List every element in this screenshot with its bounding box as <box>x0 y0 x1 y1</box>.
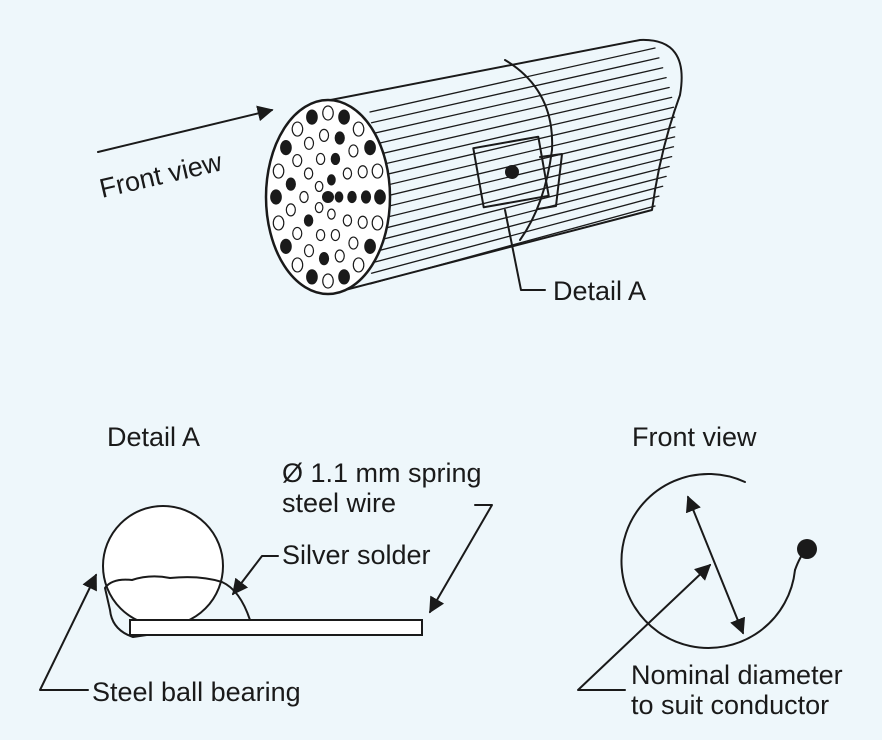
strand-line <box>377 126 676 199</box>
conductor-band-seam <box>504 59 554 241</box>
detail-a-leader <box>504 209 546 291</box>
end-strand <box>315 228 326 242</box>
end-strand <box>272 163 285 179</box>
end-strand <box>322 105 334 121</box>
end-strand <box>303 136 315 150</box>
strand-line <box>372 185 664 264</box>
end-strand <box>330 228 341 242</box>
strand-line <box>370 195 660 274</box>
end-strand <box>338 269 350 285</box>
end-strand <box>270 189 282 205</box>
detail-a-drawing <box>39 504 493 691</box>
end-strand <box>360 190 372 204</box>
nominal-diameter-dimension <box>685 495 746 635</box>
strand-line <box>376 146 675 221</box>
end-strand <box>292 153 303 168</box>
open-ring <box>620 472 796 649</box>
front-view-label-top: Front view <box>97 146 226 203</box>
steel-ball-bearing-arrow <box>39 573 97 691</box>
end-strand <box>327 174 336 186</box>
end-strand <box>314 180 324 193</box>
nominal-diameter-leader <box>577 563 712 691</box>
end-strand <box>334 191 344 203</box>
strand-line <box>372 67 664 135</box>
wire-spec-line1: Ø 1.1 mm spring <box>282 458 482 488</box>
conductor-illustration <box>97 38 683 296</box>
nominal-diameter-line1: Nominal diameter <box>631 660 843 690</box>
end-strand <box>292 226 303 241</box>
front-view-arrow <box>97 105 274 153</box>
end-strand <box>291 121 304 137</box>
end-strand <box>342 214 353 227</box>
end-strand <box>371 215 384 231</box>
end-strand <box>364 140 376 156</box>
silver-solder-label: Silver solder <box>282 540 431 570</box>
end-strand <box>357 165 368 179</box>
end-strand <box>327 208 336 220</box>
end-strand <box>272 215 285 231</box>
strand-line <box>370 57 660 124</box>
end-strand <box>285 177 296 191</box>
end-strand <box>306 109 318 125</box>
end-strand <box>364 238 376 254</box>
strand-line <box>369 47 656 113</box>
strand-line <box>377 136 676 210</box>
spring-steel-wire <box>129 619 423 636</box>
end-strand <box>285 203 296 217</box>
end-strand <box>347 190 357 204</box>
strand-line <box>376 96 673 167</box>
ring-end-ball <box>797 539 817 559</box>
detail-a-box <box>472 135 550 209</box>
detail-a-box-side <box>537 153 563 210</box>
end-strand <box>348 144 359 158</box>
conductor-end-strands <box>270 105 386 289</box>
strand-line <box>373 175 667 253</box>
end-strand <box>352 257 365 273</box>
nominal-diameter-line2: to suit conductor <box>631 690 829 720</box>
end-strand <box>352 121 365 137</box>
end-strand-core <box>322 191 334 203</box>
end-strand <box>280 140 292 156</box>
strand-line <box>375 86 670 156</box>
end-strand <box>374 189 386 205</box>
end-strand <box>306 269 318 285</box>
detail-a-heading: Detail A <box>107 422 200 452</box>
end-strand <box>318 128 330 142</box>
detail-a-ball-marker <box>505 165 519 179</box>
wire-spec-line2: steel wire <box>282 488 396 518</box>
front-view-drawing <box>577 472 817 691</box>
end-strand <box>371 163 384 179</box>
strand-line <box>377 116 676 188</box>
end-strand <box>303 167 314 180</box>
end-strand <box>280 238 292 254</box>
wire-spec-arrow <box>429 504 493 614</box>
strand-line <box>373 76 667 145</box>
silver-solder-arrow <box>232 555 279 596</box>
end-strand <box>314 201 324 214</box>
end-strand <box>334 131 345 145</box>
steel-ball <box>102 505 224 627</box>
conductor-body-outline <box>314 38 683 291</box>
end-strand <box>334 249 345 263</box>
end-strand <box>315 152 326 166</box>
steel-ball-bearing-label: Steel ball bearing <box>92 677 301 707</box>
end-strand <box>318 252 330 266</box>
front-view-heading: Front view <box>632 422 757 452</box>
end-strand <box>338 109 350 125</box>
detail-a-label-top: Detail A <box>553 276 646 306</box>
end-strand <box>348 236 359 250</box>
end-strand <box>299 190 309 204</box>
end-strand <box>291 257 304 273</box>
end-strand <box>303 244 315 258</box>
strand-line <box>376 106 675 178</box>
strand-line <box>375 165 670 242</box>
end-strand <box>322 273 334 289</box>
silver-solder-blob <box>104 575 251 638</box>
end-strand <box>303 214 314 227</box>
end-strand <box>342 167 353 180</box>
end-strand <box>330 152 341 166</box>
strand-line <box>376 155 673 231</box>
end-strand <box>357 215 368 229</box>
